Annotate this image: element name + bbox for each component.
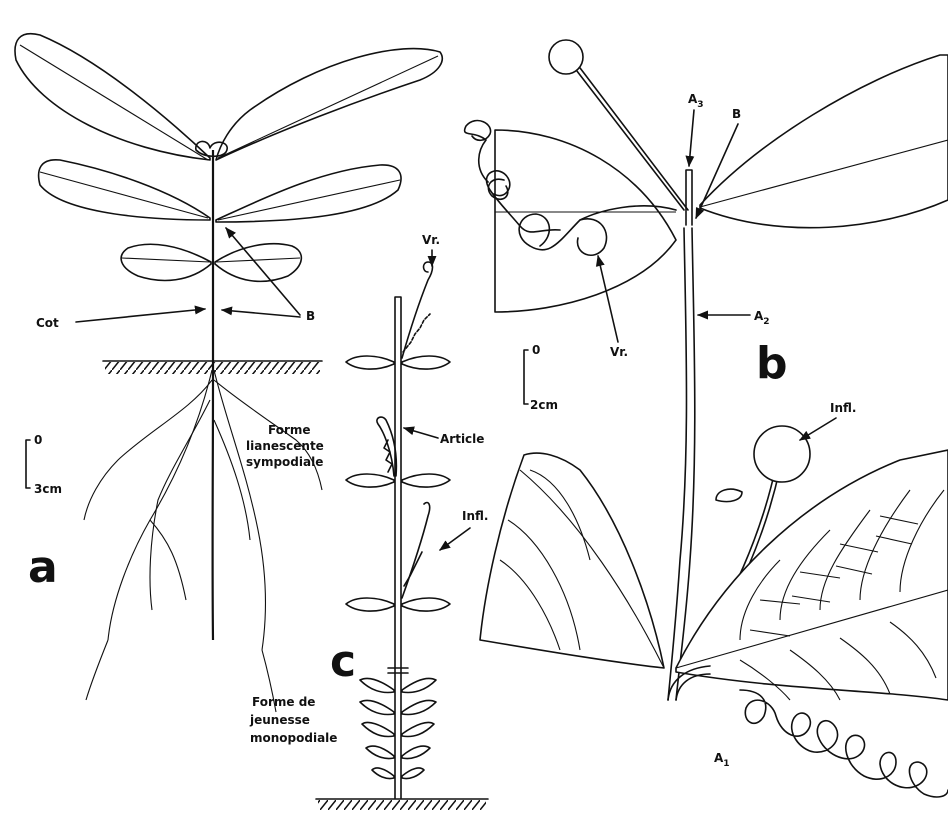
leaves-a (15, 34, 442, 282)
label-b-panel-a: B (306, 309, 315, 323)
scale-bar-a: 0 3cm (26, 433, 62, 496)
label-b-panel-b: B (732, 107, 741, 121)
label-article: Article (440, 432, 484, 446)
tendrils-c (377, 262, 433, 598)
label-forme-lianescente-2: lianescente (246, 439, 324, 453)
svg-text:3cm: 3cm (34, 482, 62, 496)
svg-text:2cm: 2cm (530, 398, 558, 412)
panel-c-growth-forms: Vr. Article Infl. Forme lianescente symp… (246, 233, 488, 810)
label-vr-c: Vr. (422, 233, 440, 247)
svg-text:0: 0 (34, 433, 42, 447)
svg-text:0: 0 (532, 343, 540, 357)
stem-c (395, 297, 401, 798)
juvenile-leaves (360, 668, 436, 779)
label-forme-jeunesse-3: monopodiale (250, 731, 337, 745)
scale-bar-b: 0 2cm (524, 343, 558, 412)
ground-a (103, 361, 322, 374)
label-cot: Cot (36, 316, 59, 330)
label-a3: A3 (688, 92, 704, 110)
label-infl-b: Infl. (830, 401, 856, 415)
label-a1: A1 (714, 751, 730, 769)
panel-b-branching: A3 B A2 Vr. Infl. A1 0 2cm b (465, 40, 948, 797)
label-forme-jeunesse-1: Forme de (252, 695, 315, 709)
stem-a3 (686, 170, 692, 225)
panel-label-a: a (28, 542, 58, 593)
roots (84, 370, 322, 712)
label-vr-b: Vr. (610, 345, 628, 359)
label-infl-c: Infl. (462, 509, 488, 523)
adult-leaves-c (346, 356, 450, 611)
stem-a2 (668, 228, 695, 700)
panel-label-b: b (756, 338, 788, 389)
label-forme-lianescente-3: sympodiale (246, 455, 323, 469)
label-forme-lianescente-1: Forme (268, 423, 311, 437)
panel-label-c: c (330, 636, 356, 687)
label-forme-jeunesse-2: jeunesse (249, 713, 310, 727)
label-a2: A2 (754, 309, 770, 327)
